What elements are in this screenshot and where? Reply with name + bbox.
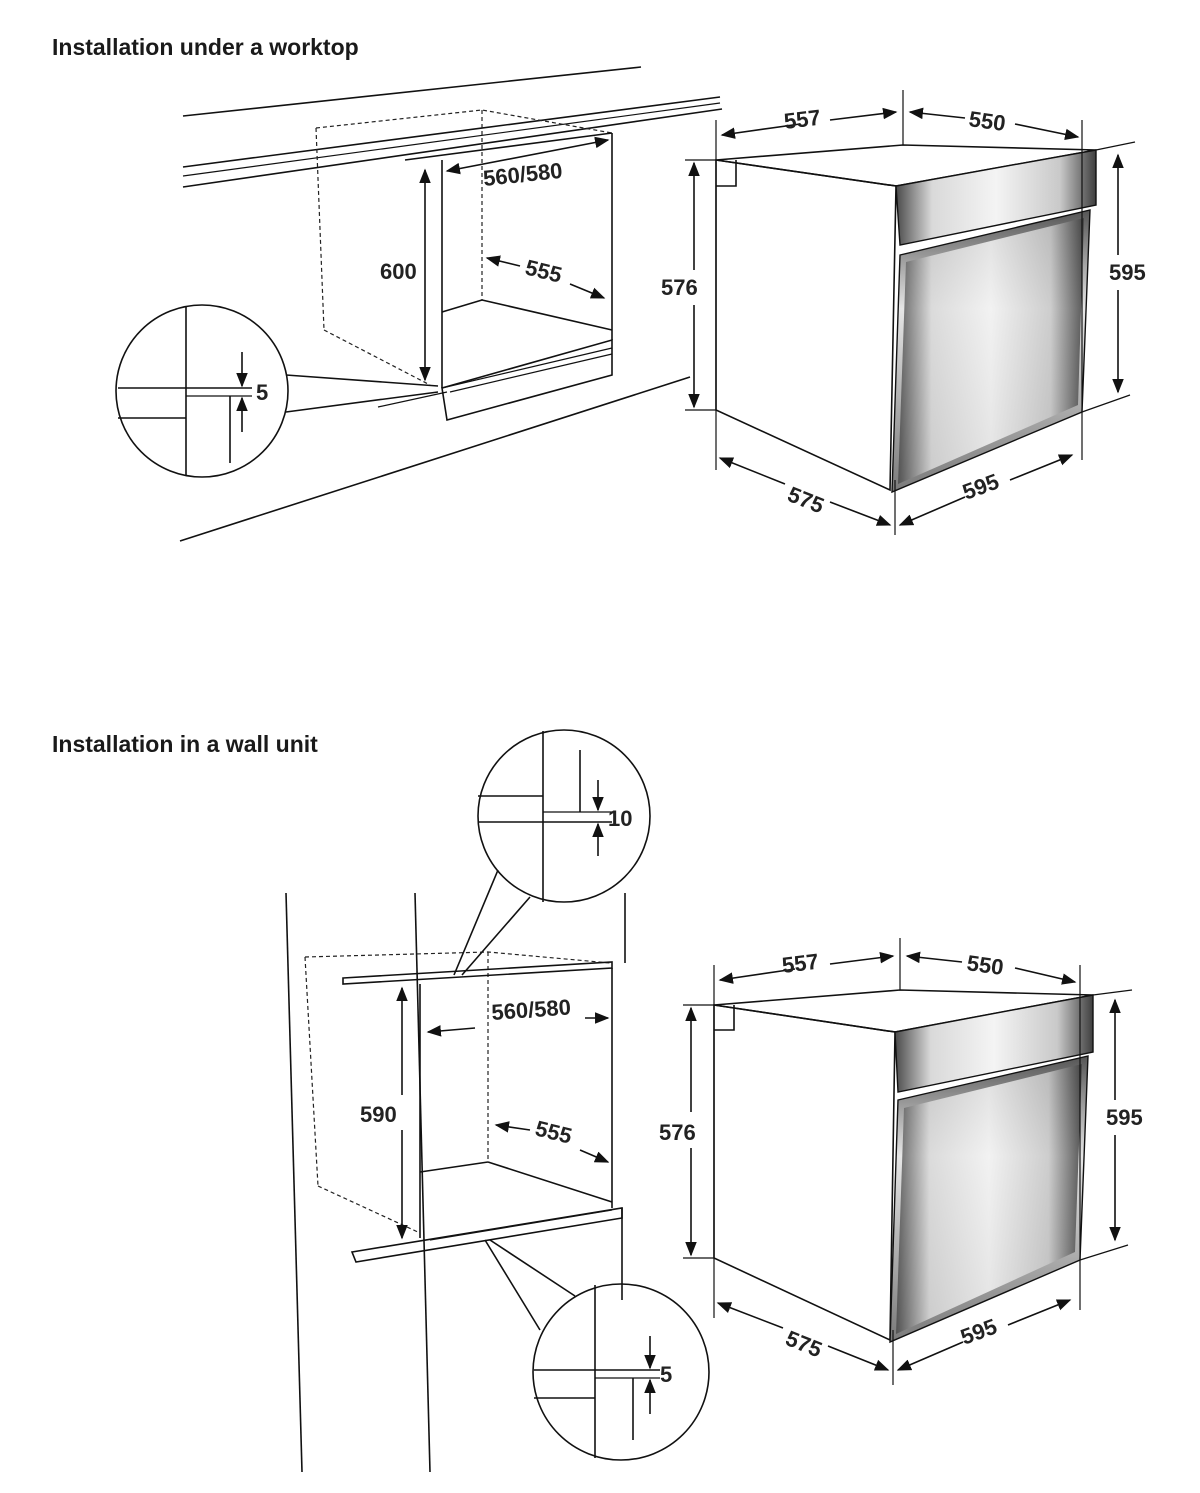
worktop-niche: 560/580 600 555 xyxy=(179,66,723,542)
dim-gap-10: 10 xyxy=(608,806,632,831)
dim-gap-5-lower: 5 xyxy=(660,1362,672,1387)
dim-oven-top-width: 550 xyxy=(967,106,1007,136)
dim-wall-niche-width: 560/580 xyxy=(491,995,572,1025)
dim-oven2-top-depth: 557 xyxy=(781,949,820,978)
dim-oven-body-height: 576 xyxy=(661,275,698,300)
dim-oven-bottom-depth: 575 xyxy=(784,481,827,518)
detail-zoom-10mm: 10 xyxy=(453,729,651,976)
detail-zoom-5mm: 5 xyxy=(115,304,439,478)
title-wall-unit: Installation in a wall unit xyxy=(52,731,318,757)
dim-oven2-front-height: 595 xyxy=(1106,1105,1143,1130)
dim-niche-depth: 555 xyxy=(523,255,565,288)
dim-oven2-top-width: 550 xyxy=(965,950,1005,980)
dim-wall-niche-depth: 555 xyxy=(533,1116,575,1149)
dim-oven-front-height: 595 xyxy=(1109,260,1146,285)
dim-oven2-body-height: 576 xyxy=(659,1120,696,1145)
wall-unit-niche: 560/580 590 555 xyxy=(285,892,626,1473)
oven-top: 557 550 576 595 575 595 xyxy=(661,90,1146,535)
dim-oven-bottom-width: 595 xyxy=(959,469,1002,505)
dim-niche-height: 600 xyxy=(380,259,417,284)
dim-niche-width: 560/580 xyxy=(482,158,564,191)
dim-wall-niche-height: 590 xyxy=(360,1102,397,1127)
detail-zoom-5mm-lower: 5 xyxy=(484,1239,710,1461)
dim-oven-top-depth: 557 xyxy=(783,105,822,134)
dim-oven2-bottom-depth: 575 xyxy=(782,1325,825,1362)
dim-gap-5: 5 xyxy=(256,380,268,405)
title-under-worktop: Installation under a worktop xyxy=(52,34,359,60)
oven-bottom: 557 550 576 595 575 595 xyxy=(659,938,1143,1385)
dim-oven2-bottom-width: 595 xyxy=(957,1314,1000,1350)
